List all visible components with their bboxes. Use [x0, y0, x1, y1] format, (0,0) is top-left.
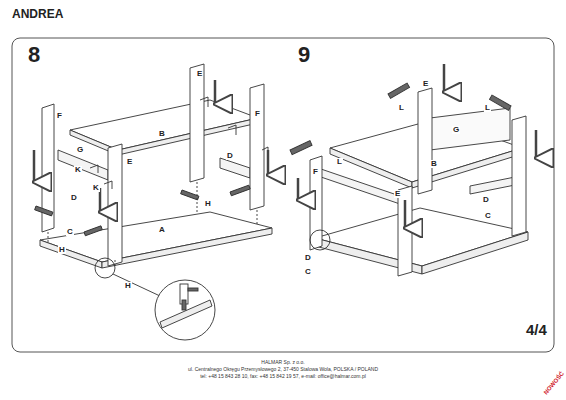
page-number: 4/4	[526, 322, 547, 337]
part-letter: F	[56, 112, 63, 120]
footer-text: HALMAR Sp. z o.o.	[261, 360, 304, 365]
step-number: 8	[28, 44, 40, 66]
part-letter: L	[336, 158, 343, 166]
part-letter: H	[124, 282, 132, 290]
part-letter: E	[126, 158, 133, 166]
step-number: 9	[298, 44, 310, 66]
part-letter: H	[204, 200, 212, 208]
part-letter: E	[196, 70, 203, 78]
part-letter: F	[254, 110, 261, 118]
part-letter: H	[58, 246, 66, 254]
footer-text: tel: +48 15 843 28 10, fax: +48 15 842 1…	[200, 374, 366, 379]
part-letter: B	[158, 130, 166, 138]
part-letter: G	[452, 126, 460, 134]
part-letter: K	[74, 166, 82, 174]
part-letter: E	[394, 190, 401, 198]
part-letter: K	[92, 184, 100, 192]
part-letter: G	[76, 146, 84, 154]
part-letter: E	[422, 80, 429, 88]
part-letter: B	[430, 160, 438, 168]
part-letter: L	[484, 104, 491, 112]
part-letter: A	[158, 226, 166, 234]
part-letter: D	[482, 196, 490, 204]
part-letter: D	[226, 152, 234, 160]
part-letter: C	[66, 228, 74, 236]
part-letter: L	[398, 104, 405, 112]
part-letter: D	[70, 194, 78, 202]
footer-text: ul. Centralnego Okręgu Przemysłowego 2, …	[188, 367, 378, 372]
part-letter: C	[484, 212, 492, 220]
new-badge: NOWOŚĆ	[543, 370, 565, 395]
title: ANDREA	[12, 8, 63, 20]
part-letter: F	[312, 168, 319, 176]
part-letter: D	[304, 254, 312, 262]
part-letter: C	[304, 268, 312, 276]
